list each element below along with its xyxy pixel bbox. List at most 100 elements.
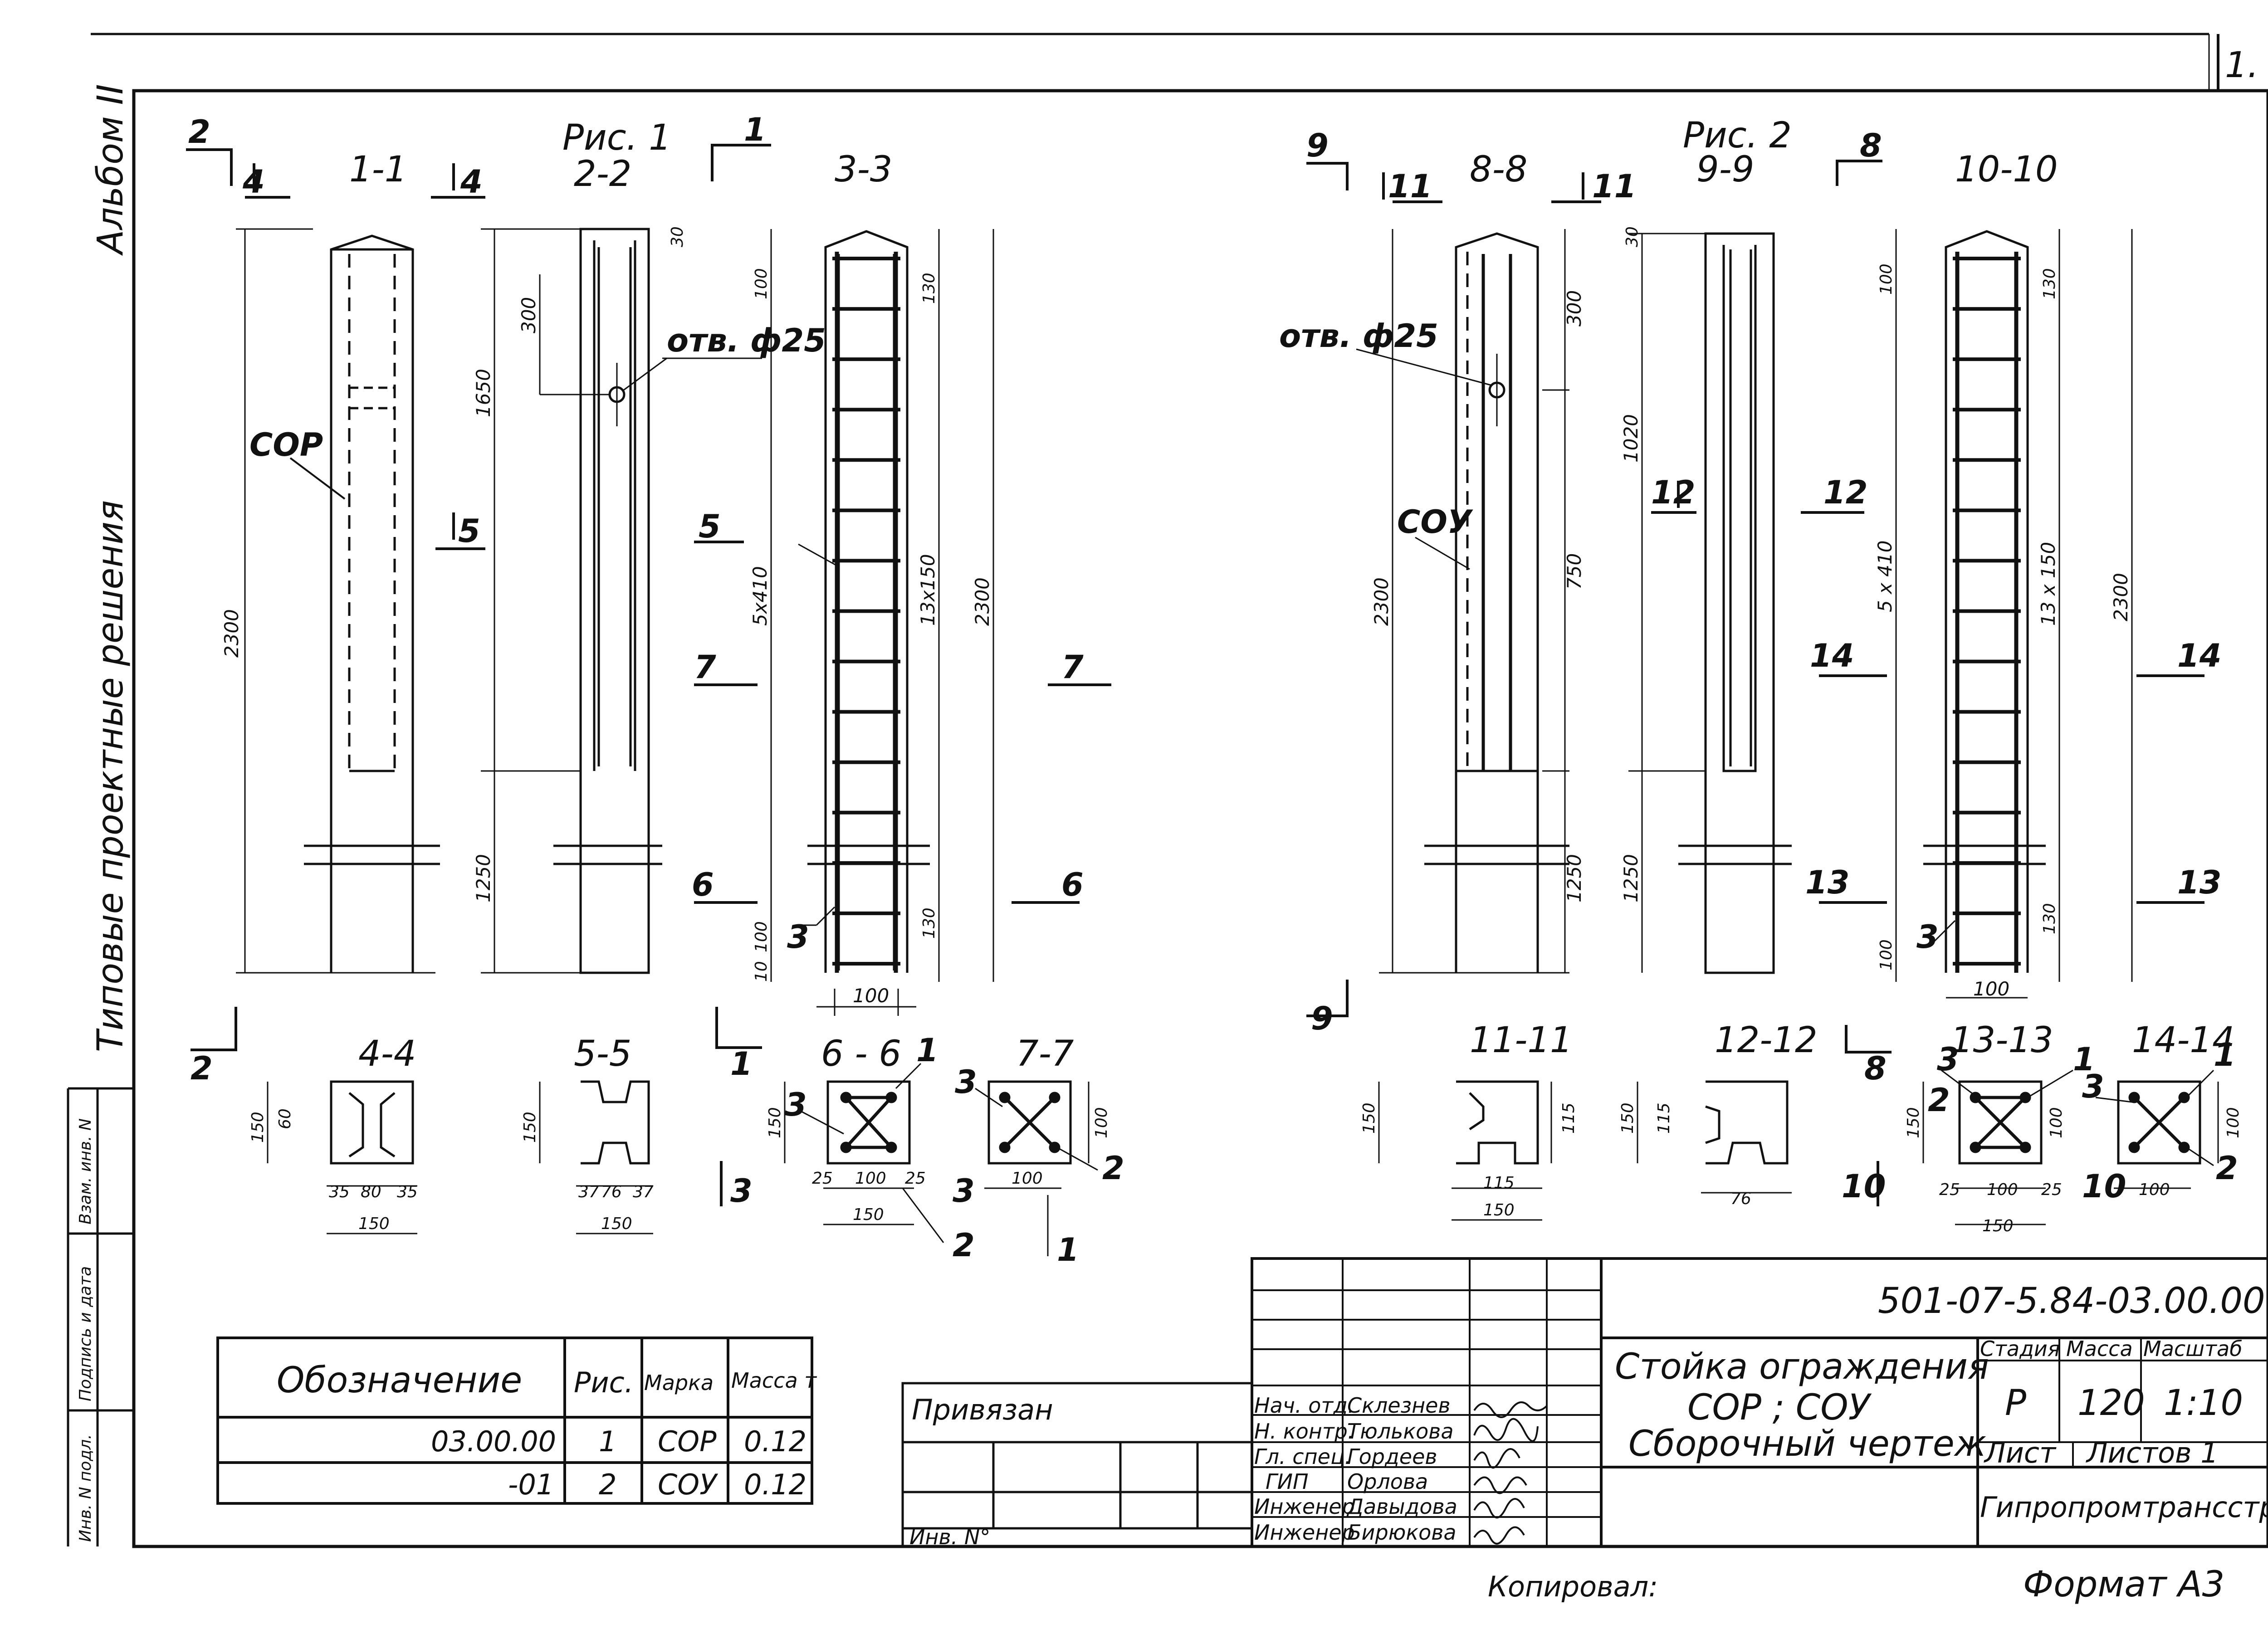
rebar-mark-3-66: 3 <box>785 1086 807 1123</box>
cut-mark-14a: 14 <box>1810 637 1854 674</box>
cut-mark-11b: 11 <box>1592 168 1636 205</box>
fig2-title: Рис. 2 <box>1683 115 1792 156</box>
cut-mark-6a: 6 <box>692 866 714 903</box>
section-12-12-label: 12-12 <box>1715 1020 1818 1061</box>
cut-mark-6b: 6 <box>1061 866 1084 903</box>
section-10-10-label: 10-10 <box>1955 149 2058 190</box>
section-5-5-label: 5-5 <box>574 1034 631 1074</box>
dim-115-1212: 115 <box>1655 1102 1673 1134</box>
dim-25-66b: 25 <box>905 1169 926 1188</box>
rebar-mark-2-1414: 2 <box>2216 1150 2238 1187</box>
rebar-mark-3b: 3 <box>1916 918 1939 956</box>
section-4-4 <box>267 1080 417 1234</box>
dim-1250-c: 1250 <box>1620 854 1642 902</box>
person-name-3: Гордеев <box>1347 1444 1437 1469</box>
dim-25-1313b: 25 <box>2041 1180 2062 1199</box>
cut-mark-9a: 9 <box>1306 127 1329 164</box>
rebar-mark-2-77: 2 <box>1102 1150 1124 1187</box>
title-mass: 120 <box>2077 1383 2145 1424</box>
person-name-6: Бирюкова <box>1347 1520 1457 1545</box>
rebar-mark-1-66: 1 <box>916 1032 938 1069</box>
section-13-13 <box>1922 1069 2073 1225</box>
side-album-label: Альбом II <box>90 84 131 256</box>
person-role-1: Нач. отд. <box>1254 1393 1354 1418</box>
dim-35-44b: 35 <box>397 1183 418 1201</box>
cut-mark-2a: 2 <box>188 113 210 151</box>
section-14-14-label: 14-14 <box>2132 1020 2235 1061</box>
dim-30-a: 30 <box>668 226 687 247</box>
cut-mark-3a: 3 <box>730 1172 753 1210</box>
dim-150-1313v: 150 <box>1904 1107 1923 1138</box>
section-13-13-label: 13-13 <box>1950 1020 2053 1061</box>
side-box-replace: Взам. инв. N <box>76 1118 95 1224</box>
spec-table-grid <box>216 1336 813 1505</box>
person-name-5: Давыдова <box>1346 1494 1457 1519</box>
fig1-cut-marks <box>186 144 1111 1206</box>
cut-mark-12a: 12 <box>1651 474 1695 511</box>
dim-100-1414v: 100 <box>2224 1107 2243 1138</box>
dim-300-a: 300 <box>518 297 540 333</box>
elevation-3-3 <box>770 229 994 1016</box>
cut-mark-13b: 13 <box>2177 864 2221 901</box>
label-hole-1: отв. ф25 <box>667 322 826 359</box>
dim-150-1313h: 150 <box>1982 1217 2014 1235</box>
spec-header-designation: Обозначение <box>277 1360 522 1401</box>
signatures <box>1473 1401 1548 1545</box>
rebar-mark-10-1414: 10 <box>2082 1168 2126 1205</box>
cut-mark-14b: 14 <box>2177 637 2221 674</box>
side-box-inv: Инв. N подл. <box>76 1434 95 1542</box>
section-3-3-label: 3-3 <box>835 149 892 190</box>
dim-150-44v: 150 <box>249 1112 267 1143</box>
title-people: Нач. отд. Склезнев Н. контр. Тюлькова Гл… <box>1254 1393 1457 1545</box>
section-5-5 <box>539 1080 653 1234</box>
dim-100-d: 100 <box>1877 263 1896 295</box>
label-hole-2: отв. ф25 <box>1279 317 1438 355</box>
spec-row-1-designation: 03.00.00 <box>431 1425 556 1458</box>
dim-13x150-a: 13x150 <box>917 554 939 626</box>
title-scale-header: Масштаб <box>2143 1336 2243 1361</box>
title-scale: 1:10 <box>2164 1383 2243 1424</box>
dim-2300-d: 2300 <box>2110 573 2132 621</box>
rebar-mark-3-77b: 3 <box>953 1172 975 1210</box>
person-role-6: Инженер <box>1254 1520 1355 1545</box>
side-strip <box>67 1087 134 1546</box>
section-7-7-label: 7-7 <box>1016 1034 1074 1074</box>
spec-header-mass: Масса т <box>731 1368 817 1393</box>
section-11-11-label: 11-11 <box>1470 1020 1573 1061</box>
rebar-mark-3-1414: 3 <box>2082 1068 2104 1105</box>
rebar-mark-1-77: 1 <box>1057 1231 1079 1268</box>
title-stage-header: Стадия <box>1980 1336 2060 1361</box>
side-box-sign: Подпись и дата <box>76 1266 95 1401</box>
section-1-1-label: 1-1 <box>349 149 407 190</box>
cut-mark-10a: 10 <box>1842 1168 1886 1205</box>
cut-mark-9b: 9 <box>1311 1000 1333 1037</box>
dim-2300-b: 2300 <box>971 577 993 626</box>
dim-37-55a: 37 <box>578 1183 599 1201</box>
cut-mark-5b: 5 <box>699 508 721 545</box>
title-block-grid <box>1251 1257 2268 1548</box>
dim-13x150-b: 13 x 150 <box>2037 542 2059 626</box>
dim-25-1313a: 25 <box>1939 1180 1960 1199</box>
dim-100-c: 100 <box>853 985 889 1007</box>
title-sheet-label: Лист <box>1984 1436 2057 1469</box>
dim-1020: 1020 <box>1620 414 1642 463</box>
dim-60-44: 60 <box>276 1108 294 1129</box>
dim-100-1414h: 100 <box>2139 1180 2170 1199</box>
person-role-3: Гл. спец. <box>1254 1444 1351 1469</box>
spec-row-1-mass: 0.12 <box>744 1425 807 1458</box>
section-4-4-label: 4-4 <box>358 1034 416 1074</box>
section-9-9-label: 9-9 <box>1696 149 1754 190</box>
person-role-4: ГИП <box>1266 1469 1309 1494</box>
dim-130-d: 130 <box>2040 903 2059 934</box>
cut-mark-13a: 13 <box>1805 864 1849 901</box>
title-stage: Р <box>2005 1383 2026 1424</box>
dim-1250-a: 1250 <box>472 854 494 902</box>
section-12-12 <box>1637 1080 1792 1194</box>
cut-mark-1a: 1 <box>744 111 766 148</box>
dim-100-1313h: 100 <box>1987 1180 2018 1199</box>
elevation-10-10 <box>1895 229 2133 999</box>
dim-150-55v: 150 <box>521 1112 539 1143</box>
cut-mark-8a: 8 <box>1860 127 1882 164</box>
dim-1650: 1650 <box>472 369 494 417</box>
cut-mark-11a: 11 <box>1388 168 1432 205</box>
